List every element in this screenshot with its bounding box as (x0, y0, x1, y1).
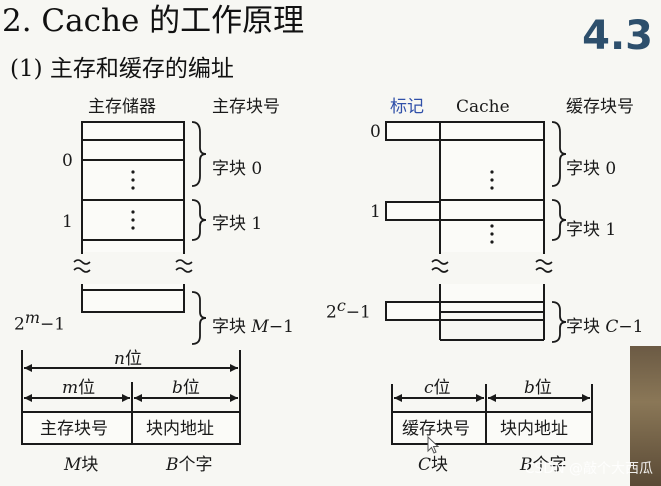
main-b-bits: b位 (172, 378, 200, 398)
cache-column (385, 121, 556, 341)
webcam-inset (630, 346, 661, 486)
slide-title: 2. Cache 的工作原理 (2, 3, 305, 39)
cache-c-bits: c位 (424, 378, 451, 398)
csdn-watermark: CSDN @敲个大西瓜 (524, 461, 653, 477)
cache-block-0-label: 字块 0 (566, 159, 617, 179)
memory-braces (191, 121, 207, 345)
cache-field-block: 缓存块号 (402, 419, 470, 439)
tag-box-0 (385, 121, 441, 141)
main-blockno-header: 主存块号 (212, 97, 280, 117)
main-m-bits: m位 (62, 378, 96, 398)
slide-subtitle: (1) 主存和缓存的编址 (10, 56, 234, 82)
cache-row-last: 2c−1 (326, 296, 371, 323)
memory-break-marks (73, 259, 193, 273)
cache-blockno-header: 缓存块号 (566, 97, 634, 117)
tag-box-last (385, 301, 441, 321)
main-block-0-label: 字块 0 (212, 159, 263, 179)
main-block-last-label: 字块 M−1 (212, 317, 294, 337)
cache-block-last-label: 字块 C−1 (566, 317, 644, 337)
cache-below-offset: B个字 (520, 455, 567, 475)
cache-row-1: 1 (370, 202, 381, 222)
main-row-1: 1 (62, 212, 73, 232)
cache-braces (551, 121, 567, 343)
cache-row-0: 0 (370, 122, 381, 142)
cache-field-offset: 块内地址 (500, 419, 568, 439)
cache-address-format (391, 384, 593, 445)
cache-break-marks (431, 259, 553, 273)
cache-b-bits: b位 (524, 378, 552, 398)
section-badge: 4.3 (582, 13, 653, 59)
main-format-arrowheads (24, 364, 238, 402)
tag-box-1 (385, 201, 441, 221)
main-n-bits: n位 (114, 349, 142, 369)
main-memory-header: 主存储器 (88, 97, 156, 117)
main-row-last: 2m−1 (14, 308, 66, 335)
memory-ellipsis (131, 170, 135, 230)
main-below-offset: B个字 (166, 455, 213, 475)
cache-below-block: C块 (418, 455, 449, 475)
cache-block-1-label: 字块 1 (566, 220, 617, 240)
main-row-0: 0 (62, 151, 73, 171)
main-below-block: M块 (64, 455, 99, 475)
cache-header: Cache (456, 97, 510, 117)
tag-header: 标记 (390, 97, 424, 117)
main-block-1-label: 字块 1 (212, 214, 263, 234)
cache-format-arrowheads (394, 394, 590, 402)
mouse-cursor-icon (427, 436, 439, 454)
main-address-format (21, 350, 241, 445)
cache-ellipsis (490, 170, 494, 244)
main-field-offset: 块内地址 (146, 419, 214, 439)
main-field-block: 主存块号 (40, 419, 108, 439)
main-memory-column (70, 121, 196, 313)
